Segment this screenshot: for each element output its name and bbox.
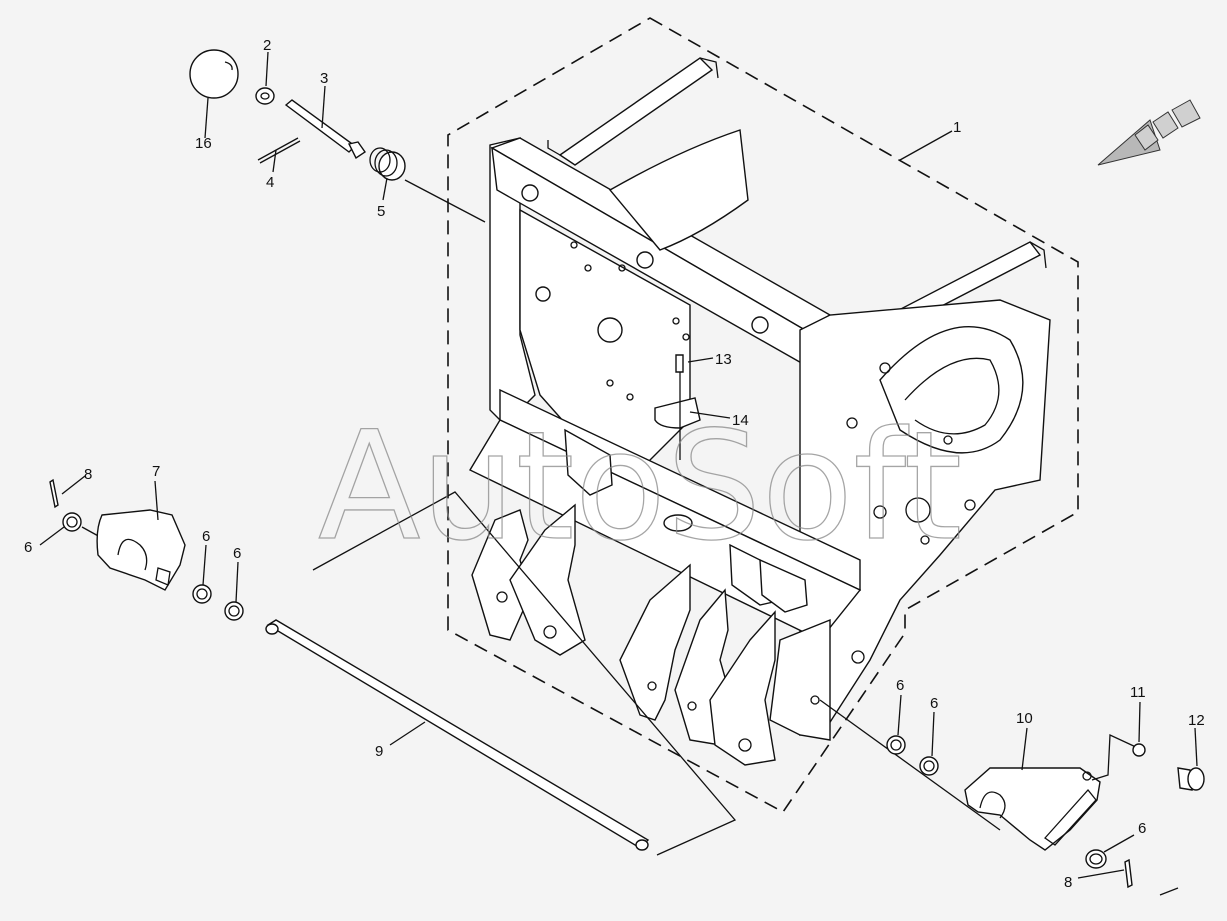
leader-lines	[39, 51, 1198, 879]
callout-6-f: 6	[1138, 820, 1146, 837]
shaft-phantom-plane	[312, 491, 737, 856]
callout-1: 1	[953, 119, 961, 136]
split-pin-4	[257, 137, 301, 164]
washer-6-d	[886, 735, 906, 755]
callout-5: 5	[377, 203, 385, 220]
washer-6-left	[62, 512, 82, 532]
callout-labels: 1 2 3 4 5 6 6 6 6 6 6 7 8 8 9 10 11 12 1…	[24, 37, 1205, 891]
callout-2: 2	[263, 37, 271, 54]
watermark: AutoSoft	[318, 400, 962, 574]
cross-shaft	[265, 619, 650, 851]
callout-3: 3	[320, 70, 328, 87]
assembly-boundary	[447, 17, 1079, 814]
callout-8-left: 8	[84, 466, 92, 483]
callout-10: 10	[1016, 710, 1033, 727]
callout-13: 13	[715, 351, 732, 368]
ball-knob	[189, 49, 239, 99]
callout-16: 16	[195, 135, 212, 152]
lever-plates	[471, 503, 776, 766]
pin-13	[675, 354, 684, 373]
callout-6-e: 6	[930, 695, 938, 712]
washer-6-f	[1085, 849, 1107, 869]
pin-shaft-3	[284, 99, 366, 160]
pin-8-right	[1124, 858, 1133, 889]
pin-8-left	[49, 478, 59, 509]
callout-6-b: 6	[202, 528, 210, 545]
corner-mark	[1159, 887, 1179, 896]
callout-4: 4	[266, 174, 274, 191]
callout-14: 14	[732, 412, 749, 429]
callout-9: 9	[375, 743, 383, 760]
main-frame	[469, 57, 1051, 741]
callout-12: 12	[1188, 712, 1205, 729]
saddle-14	[654, 397, 701, 429]
washer-6-b	[192, 584, 212, 604]
callout-6-d: 6	[896, 677, 904, 694]
washer-2	[255, 87, 275, 105]
hook-10	[964, 767, 1101, 851]
washer-6-c	[224, 601, 244, 621]
callout-8-right: 8	[1064, 874, 1072, 891]
washer-11	[1132, 743, 1146, 757]
washer-6-e	[919, 756, 939, 776]
spring-5	[369, 147, 406, 181]
callout-6-c: 6	[233, 545, 241, 562]
hook-7	[96, 509, 186, 591]
direction-arrow-icon	[1097, 99, 1201, 166]
callout-7: 7	[152, 463, 160, 480]
callout-6-left: 6	[24, 539, 32, 556]
callout-11: 11	[1130, 684, 1146, 701]
